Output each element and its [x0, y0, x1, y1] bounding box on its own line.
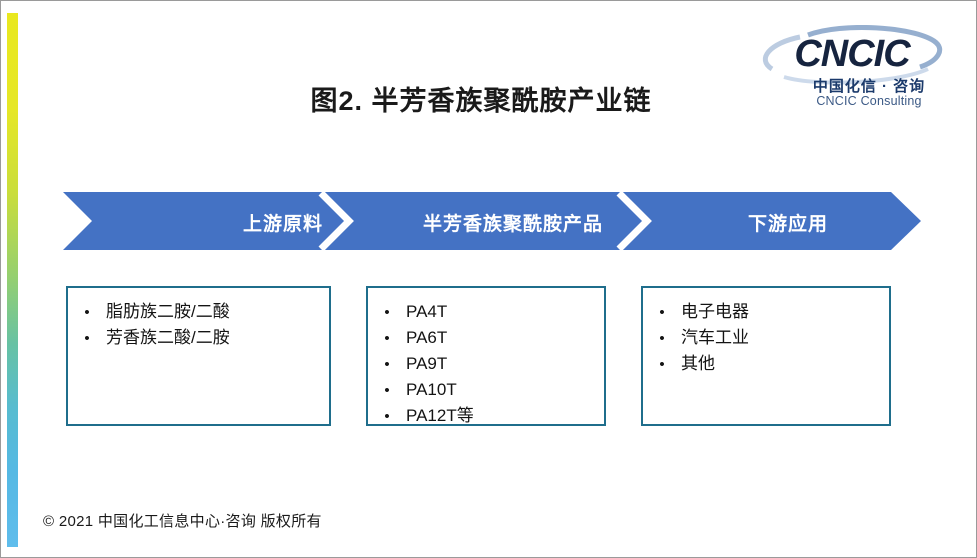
cncic-logo: CNCIC 中国化信 · 咨询 CNCIC Consulting — [748, 25, 954, 111]
bullet-icon: • — [659, 356, 665, 373]
list-item-label: 芳香族二酸/二胺 — [106, 328, 230, 347]
list-item: • 脂肪族二胺/二酸 — [68, 299, 329, 325]
list-item: • 汽车工业 — [643, 325, 889, 351]
bullet-icon: • — [659, 330, 665, 347]
box-list: • 脂肪族二胺/二酸 • 芳香族二酸/二胺 — [68, 288, 329, 351]
list-item-label: 电子电器 — [681, 302, 749, 321]
banner-shape — [63, 192, 921, 250]
process-banner: 上游原料 半芳香族聚酰胺产品 下游应用 — [63, 192, 921, 250]
list-item-label: 脂肪族二胺/二酸 — [106, 302, 230, 321]
box-semi-aromatic-polyamide-products: • PA4T • PA6T • PA9T • PA10T • PA12T等 — [366, 286, 606, 426]
list-item-label: 其他 — [681, 354, 715, 373]
box-downstream-applications: • 电子电器 • 汽车工业 • 其他 — [641, 286, 891, 426]
bullet-icon: • — [384, 382, 390, 399]
logo-english-text: CNCIC Consulting — [816, 94, 922, 108]
bullet-icon: • — [384, 330, 390, 347]
list-item-label: PA12T等 — [406, 406, 474, 425]
bullet-icon: • — [84, 330, 90, 347]
box-list: • 电子电器 • 汽车工业 • 其他 — [643, 288, 889, 377]
list-item-label: PA6T — [406, 328, 448, 347]
banner-arrow-body — [63, 192, 921, 250]
bullet-icon: • — [384, 356, 390, 373]
logo-swoosh-icon — [762, 25, 943, 85]
banner-separator-1-icon — [318, 192, 354, 250]
bullet-icon: • — [384, 304, 390, 321]
list-item-label: PA10T — [406, 380, 457, 399]
list-item: • PA12T等 — [368, 403, 604, 429]
page-title: 图2. 半芳香族聚酰胺产业链 — [310, 86, 652, 116]
box-list: • PA4T • PA6T • PA9T • PA10T • PA12T等 — [368, 288, 604, 429]
list-item: • 电子电器 — [643, 299, 889, 325]
bullet-icon: • — [384, 408, 390, 425]
bullet-icon: • — [659, 304, 665, 321]
gradient-accent-bar — [7, 13, 18, 547]
logo-chinese-text: 中国化信 · 咨询 — [812, 78, 926, 95]
list-item-label: PA9T — [406, 354, 448, 373]
list-item: • PA4T — [368, 299, 604, 325]
list-item: • PA9T — [368, 351, 604, 377]
list-item-label: PA4T — [406, 302, 448, 321]
list-item: • 芳香族二酸/二胺 — [68, 325, 329, 351]
list-item: • PA10T — [368, 377, 604, 403]
bullet-icon: • — [84, 304, 90, 321]
box-upstream-raw-materials: • 脂肪族二胺/二酸 • 芳香族二酸/二胺 — [66, 286, 331, 426]
list-item: • 其他 — [643, 351, 889, 377]
banner-stage-label-downstream: 下游应用 — [747, 214, 828, 235]
logo-wordmark: CNCIC — [794, 33, 910, 75]
banner-separator-2-icon — [616, 192, 652, 250]
banner-stage-label-products: 半芳香族聚酰胺产品 — [422, 214, 603, 235]
list-item: • PA6T — [368, 325, 604, 351]
copyright-footer: © 2021 中国化工信息中心·咨询 版权所有 — [43, 513, 322, 530]
banner-stage-label-upstream: 上游原料 — [242, 214, 323, 235]
list-item-label: 汽车工业 — [681, 328, 749, 347]
